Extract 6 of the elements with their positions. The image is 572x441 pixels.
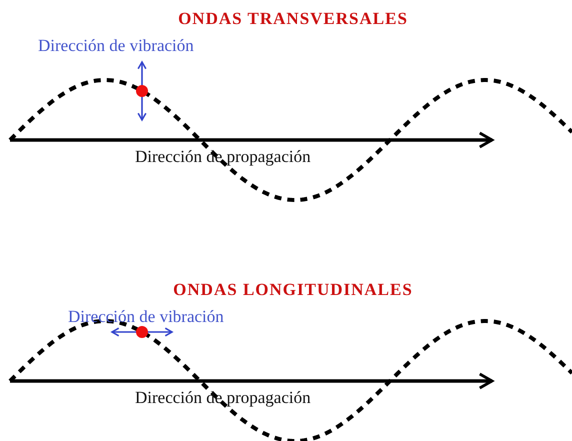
panel-heading: ONDAS LONGITUDINALES	[173, 280, 413, 300]
direction-label: Dirección de propagación	[135, 388, 311, 408]
direction-label: Dirección de vibración	[38, 36, 194, 56]
direction-label: Dirección de propagación	[135, 147, 311, 167]
direction-label: Dirección de vibración	[68, 307, 224, 327]
panel-heading: ONDAS TRANSVERSALES	[178, 9, 408, 29]
